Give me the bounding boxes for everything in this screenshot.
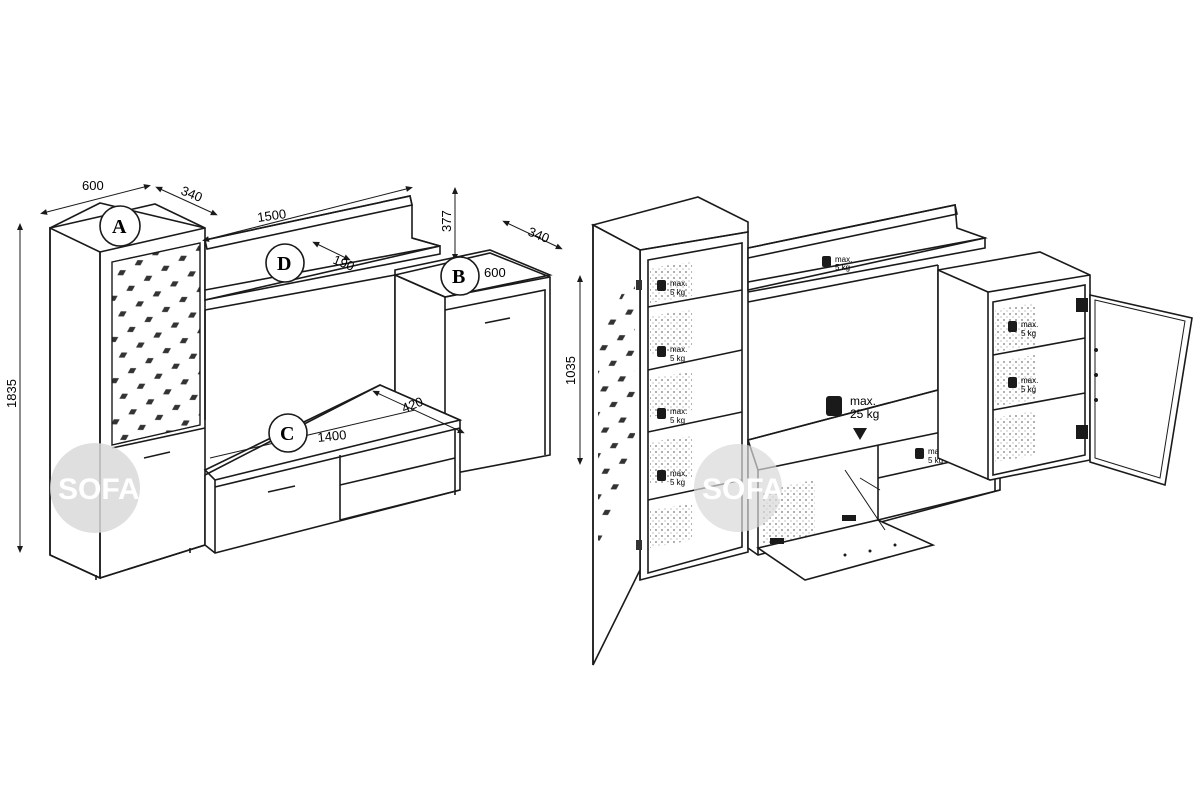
dim-a-depth: 340 [179, 183, 205, 205]
tv-unit-c [203, 384, 463, 554]
sofa-watermark-left: SOFA [50, 443, 140, 533]
svg-text:max.: max. [850, 394, 876, 408]
svg-text:5 kg: 5 kg [835, 263, 850, 272]
left-view: 600 340 1835 1500 190 377 340 600 1035 1… [4, 178, 583, 580]
weight-icon: max. 5 kg [657, 279, 687, 297]
svg-text:max.: max. [670, 407, 687, 416]
weight-icon: max. 5 kg [915, 447, 945, 465]
svg-text:5 kg: 5 kg [670, 288, 685, 297]
svg-text:max.: max. [670, 345, 687, 354]
weight-icon: max. 5 kg [657, 407, 687, 425]
tall-cabinet-open [590, 196, 749, 666]
weight-icon: max. 5 kg [1008, 320, 1038, 338]
label-c: C [280, 423, 294, 445]
dim-b-height: 1035 [563, 356, 578, 385]
svg-text:5 kg: 5 kg [928, 456, 943, 465]
top-shelf-right: max. 5 kg [747, 204, 988, 293]
watermark-text-right: SOFA [702, 473, 784, 506]
svg-text:5 kg: 5 kg [1021, 329, 1036, 338]
svg-text:max.: max. [670, 469, 687, 478]
dim-d-width: 1500 [256, 206, 287, 225]
watermark-text-left: SOFA [58, 473, 140, 506]
label-d-marker: D [265, 243, 305, 283]
svg-text:max.: max. [1021, 320, 1038, 329]
label-c-marker: C [268, 413, 308, 453]
weight-icon: max. 5 kg [822, 255, 852, 272]
svg-text:5 kg: 5 kg [670, 478, 685, 487]
label-a-marker: A [99, 205, 141, 247]
svg-text:5 kg: 5 kg [670, 416, 685, 425]
svg-text:max.: max. [928, 447, 945, 456]
label-d: D [277, 253, 291, 275]
dim-a-width: 600 [82, 178, 104, 193]
weight-icon: max. 5 kg [657, 469, 687, 487]
svg-text:max.: max. [1021, 376, 1038, 385]
svg-text:5 kg: 5 kg [670, 354, 685, 363]
cabinet-b-right-open: max. 5 kg max. 5 kg [937, 251, 1193, 487]
label-a: A [112, 216, 127, 238]
weight-icon: max. 5 kg [1008, 376, 1038, 394]
svg-text:max.: max. [670, 279, 687, 288]
label-b-marker: B [440, 256, 480, 296]
dim-b-width: 600 [484, 265, 506, 280]
svg-text:5 kg: 5 kg [1021, 385, 1036, 394]
sofa-watermark-right: SOFA [694, 444, 784, 532]
dim-d-height: 377 [439, 210, 454, 232]
right-view: max. 5 kg max. 5 kg max. 5 kg max. 5 kg [590, 196, 1193, 666]
svg-text:25 kg: 25 kg [850, 407, 879, 421]
svg-text:max.: max. [835, 255, 852, 264]
weight-icons-tall: max. 5 kg max. 5 kg max. 5 kg max. 5 kg [657, 279, 687, 487]
dim-a-height: 1835 [4, 379, 19, 408]
weight-icon-large: max. 25 kg [826, 394, 879, 440]
dim-c-width: 1400 [317, 427, 347, 445]
weight-icon: max. 5 kg [657, 345, 687, 363]
dimension-lines [17, 184, 583, 553]
label-b: B [452, 266, 465, 288]
